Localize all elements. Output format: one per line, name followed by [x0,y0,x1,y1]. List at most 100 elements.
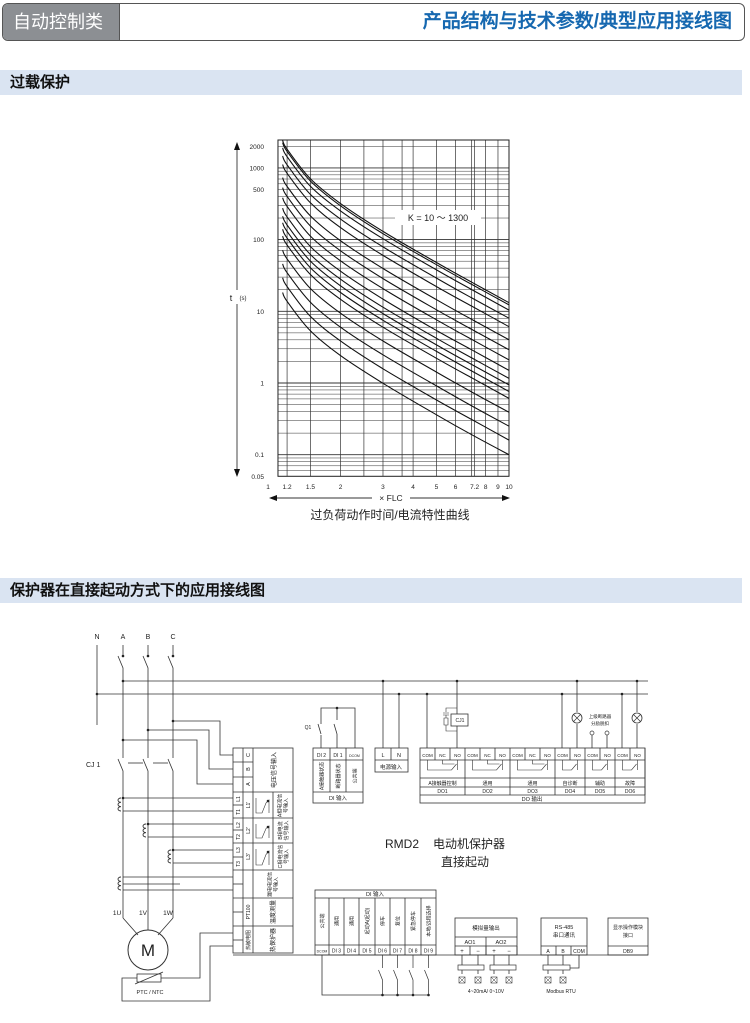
display-interface-label: 接口 [623,932,633,939]
x-tick-label: 1.2 [283,484,292,491]
terminal-label: L3 [236,847,242,853]
terminal-label: + [460,949,464,955]
x-tick-label: 1 [266,484,270,491]
do-function-label: 自诊断 [562,780,577,787]
connector-icon [490,976,498,984]
terminal-label: + [492,949,496,955]
annotation-bg [395,210,481,225]
rs485-shield-wire [570,955,580,969]
terminal-label: DI 6 [378,949,387,955]
junction-dot [121,738,125,742]
di-group-label: DI 输入 [329,794,348,802]
do-id-label: DO5 [595,789,606,795]
y-axis-unit: (s) [240,296,247,302]
series-line-curve-9 [282,207,510,371]
junction-dot [146,654,150,658]
shielded-cable-icon [457,964,485,971]
current-sensor-icon [255,798,270,814]
top-di-block [312,747,364,804]
di-function-label: 停车 [380,916,387,926]
junction-dot [266,825,270,829]
relay-contact-icon [517,760,548,771]
terminal-label: A [546,949,550,955]
connector-icon [505,976,513,984]
voltage-input-label: 电压信号输入 [270,752,278,788]
ct-label: L3' [246,853,252,860]
terminal-label: DI 9 [424,949,433,955]
terminal-label: DI 4 [347,949,356,955]
x-tick-label: 4 [411,484,415,491]
rs485-label: RS-485 [555,925,574,931]
junction-dot [171,719,175,723]
relay-contact-icon [592,760,608,771]
junction-dot [455,679,459,683]
y-tick-label: 1 [260,381,264,388]
series-line-curve-13 [282,235,510,399]
junction-dot [121,796,125,800]
x-tick-label: 6 [454,484,458,491]
voltage-tap-a [123,739,233,785]
terminal-label: DI 2 [317,753,326,759]
di-function-label: 公共端 [319,913,326,928]
current-sensor-icon [255,849,270,866]
terminal-label: COM [512,753,523,758]
current-input-label: C相电流信号输入 [277,844,289,869]
y-tick-label: 10 [257,309,265,316]
ptc-wire [121,932,233,1002]
voltage-terminal-label: C [246,753,252,757]
junction-dot [620,692,624,696]
series-line-curve-6 [282,177,510,341]
current-transformer-icon [142,823,147,838]
bottom-di-block [314,889,437,956]
terminal-label: T1 [236,809,242,815]
x-tick-label: 5 [435,484,439,491]
input-terminal-block [232,747,294,954]
phase-line [167,645,174,918]
terminal-label: NO [544,753,551,758]
x-tick-label: 1.5 [306,484,315,491]
terminal-label: NO [604,753,611,758]
current-input-label: A相电流信号输入 [277,793,289,817]
series-line-curve-16 [282,277,510,441]
junction-dot [266,850,270,854]
x-axis-label: × FLC [379,493,402,503]
thermistor-label: 热敏电阻 [245,930,252,950]
do-function-label: 辅助 [595,780,605,787]
terminal-label: COM [557,753,568,758]
current-transformer-icon [167,849,172,864]
arrowhead-right [502,495,510,501]
plot-frame [277,139,510,477]
junction-dot [266,799,270,803]
terminal-label: DI 8 [408,949,417,955]
series-line-curve-4 [282,155,510,319]
do-function-label: 故障 [625,780,635,787]
di-function-label: 复位 [395,916,402,926]
series-line-curve-14 [282,249,510,413]
section-heading-wiring: 保护器在直接起动方式下的应用接线图 [0,578,742,603]
do-id-label: DO3 [527,789,538,795]
terminal-label: DI 5 [362,949,371,955]
di-function-label: 公共端 [352,768,359,783]
junction-dot [146,728,150,732]
terminal-label: COM [422,753,433,758]
section-heading-overload: 过载保护 [0,70,742,95]
phase-label: C [170,634,175,641]
current-sensor-icon [255,824,270,839]
di-function-label: A接触器状态 [319,762,326,790]
contactor-coil-icon [450,713,469,727]
shielded-cable-icon [542,964,571,971]
terminal-label: DB9 [623,949,633,955]
start-mode: 直接起动 [441,854,489,869]
di-function-label: 本地/远程选择 [426,905,433,936]
arrowhead-up [234,142,240,150]
terminal-label: DI 1 [333,753,342,759]
ptc-slash [134,971,164,985]
y-tick-label: 1000 [250,165,265,172]
ct-label: L2' [246,827,252,834]
junction-dot [121,679,125,683]
do-id-label: DO6 [625,789,636,795]
junction-dot [171,654,175,658]
temperature-label: 温度测量 [269,900,277,924]
